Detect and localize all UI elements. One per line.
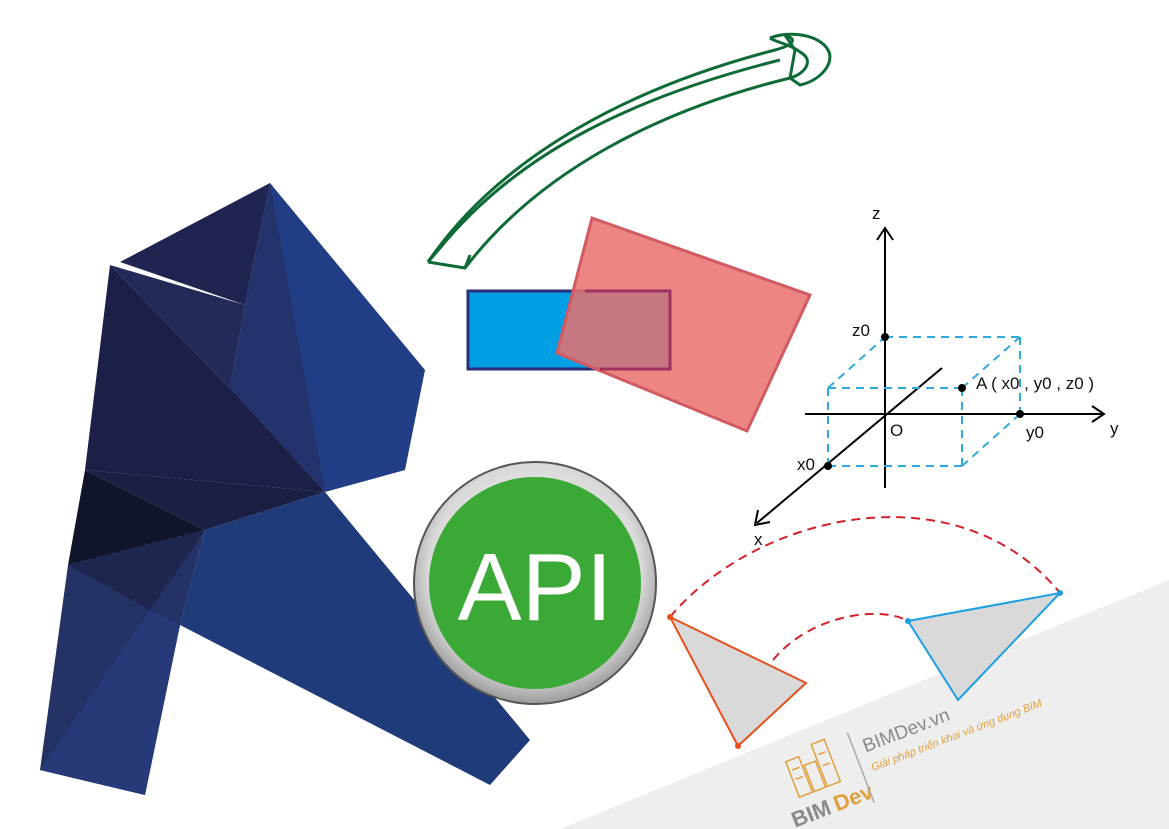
axes-diagram: z y x O z0 y0 x0 A ( x0 , y0 , z0 ) <box>753 204 1119 549</box>
watermark-band <box>560 580 1169 829</box>
x0-label: x0 <box>797 455 815 474</box>
overlap-outline <box>585 289 672 371</box>
curved-arrow-icon <box>426 32 832 270</box>
origin-label: O <box>890 421 903 440</box>
z-axis-label: z <box>872 204 881 223</box>
target-triangle <box>906 591 1063 702</box>
y0-label: y0 <box>1026 423 1044 442</box>
triangle-transform <box>667 516 1063 749</box>
api-label: API <box>458 534 613 641</box>
building-logo-icon <box>784 738 842 799</box>
x-axis-label: x <box>754 530 763 549</box>
red-rectangle <box>555 216 813 433</box>
z0-label: z0 <box>852 321 870 340</box>
y-axis-label: y <box>1110 419 1119 438</box>
outer-arc <box>669 516 1061 618</box>
source-triangle <box>667 614 808 748</box>
revit-logo <box>40 183 530 795</box>
api-badge: API <box>413 461 657 705</box>
inner-arc <box>772 612 909 661</box>
point-a-label: A ( x0 , y0 , z0 ) <box>976 374 1094 393</box>
